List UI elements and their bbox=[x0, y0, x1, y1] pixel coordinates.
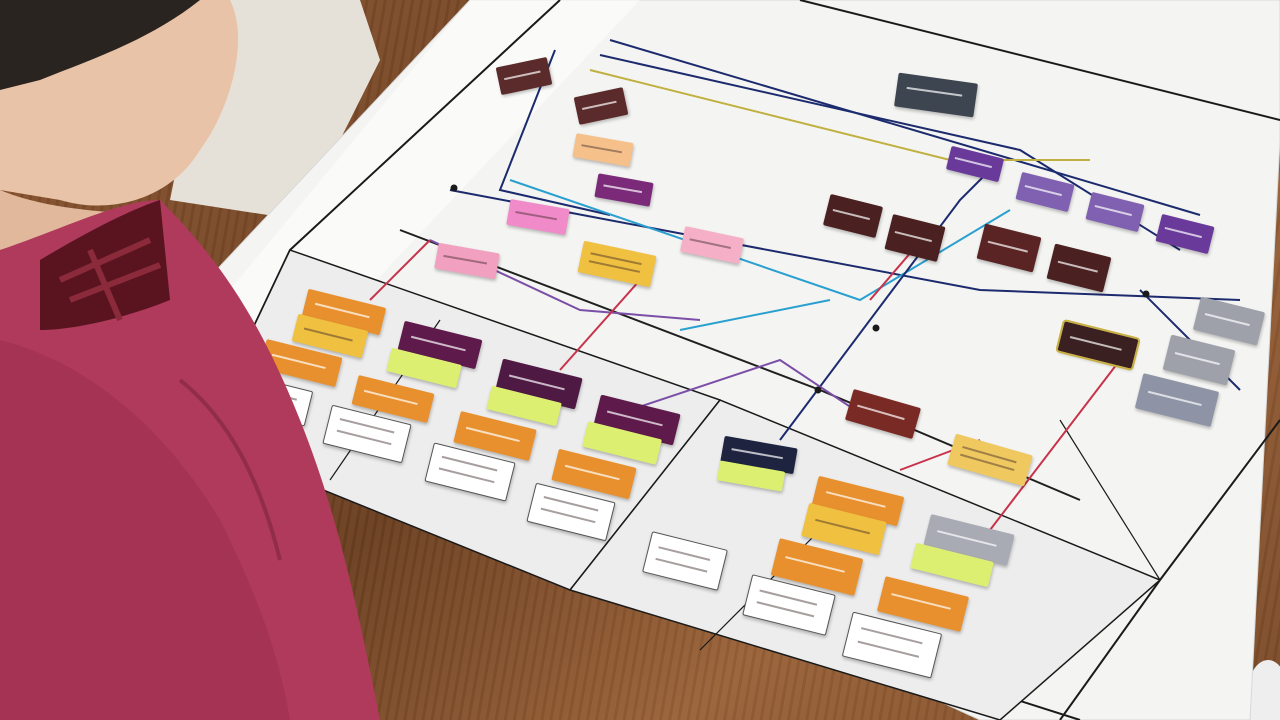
lane-divider-3 bbox=[1059, 419, 1161, 581]
shirt-fold bbox=[178, 378, 282, 561]
frame-line-top bbox=[799, 0, 1280, 121]
hair bbox=[0, 0, 200, 90]
junction-dots bbox=[450, 184, 1150, 394]
person bbox=[0, 0, 380, 720]
cup-rim bbox=[1246, 660, 1280, 720]
shirt-shadow bbox=[0, 340, 290, 720]
plaid-stripes bbox=[58, 237, 162, 322]
